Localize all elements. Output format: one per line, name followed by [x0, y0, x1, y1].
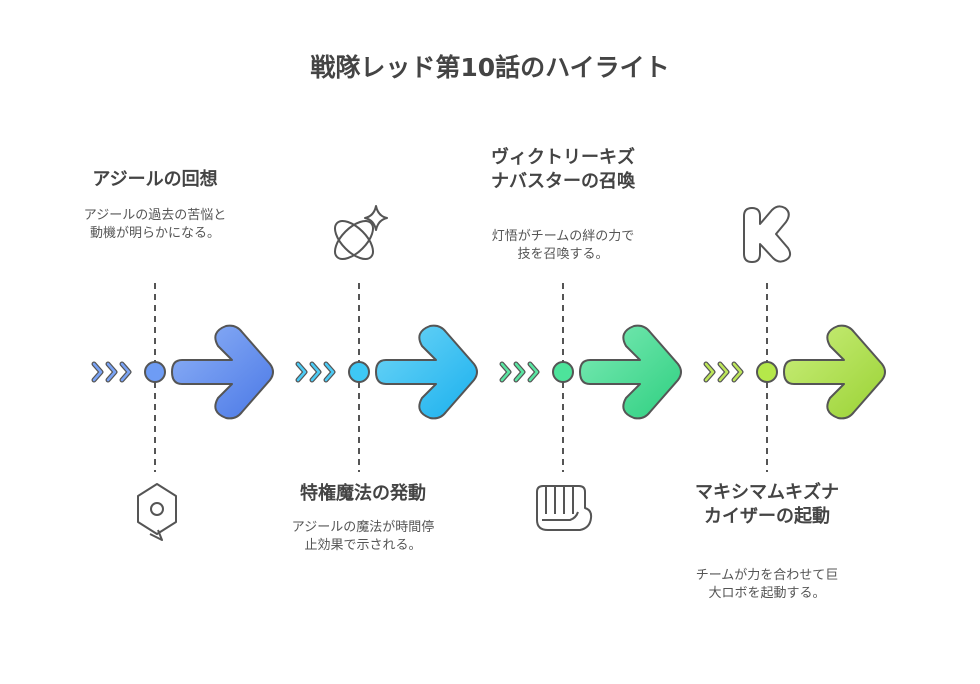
chevrons	[295, 361, 336, 383]
timeline-node	[348, 361, 370, 383]
diagram-title: 戦隊レッド第10話のハイライト	[310, 53, 670, 82]
chevrons	[91, 361, 132, 383]
magic-orbit-sparkle-icon	[334, 205, 388, 260]
step-3-description: 灯悟がチームの絆の力で技を召喚する。	[491, 229, 635, 262]
timeline-node	[552, 361, 574, 383]
timeline-segment-4	[703, 205, 886, 472]
timeline-segment-2	[295, 205, 478, 472]
step-arrow	[783, 324, 886, 420]
step-arrow	[171, 324, 274, 420]
timeline-segment-1	[91, 283, 274, 541]
step-2-description: アジールの魔法が時間停止効果で示される。	[291, 520, 435, 553]
step-1-heading: アジールの回想	[92, 169, 218, 190]
fist-icon	[536, 485, 593, 531]
chevrons	[703, 361, 744, 383]
timeline-node	[144, 361, 166, 383]
step-1-description: アジールの過去の苦悩と動機が明らかになる。	[83, 208, 227, 241]
step-4-description: チームが力を合わせて巨大ロボを起動する。	[695, 568, 839, 601]
step-2-heading: 特権魔法の発動	[300, 483, 426, 504]
k-logo-icon	[743, 205, 792, 263]
timeline-node	[756, 361, 778, 383]
step-arrow	[375, 324, 478, 420]
chevrons	[499, 361, 540, 383]
step-3-heading: ヴィクトリーキズナバスターの召喚	[491, 147, 635, 192]
timeline-segment-3	[499, 283, 682, 531]
step-arrow	[579, 324, 682, 420]
step-4-heading: マキシマムキズナカイザーの起動	[695, 482, 839, 527]
origin-spiral-icon	[137, 483, 177, 541]
